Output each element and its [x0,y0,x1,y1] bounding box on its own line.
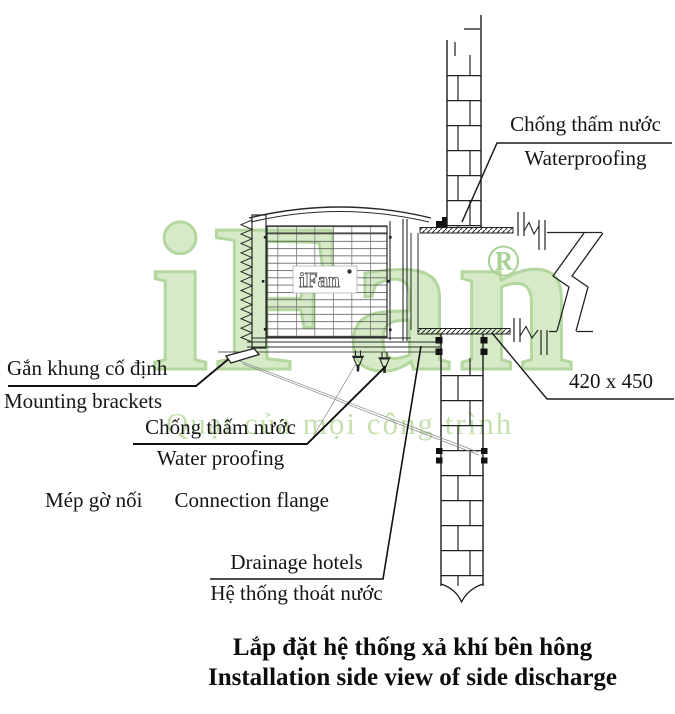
label-duct-dimension: 420 x 450 [569,369,653,393]
label-waterproofing-top-en: Waterproofing [524,146,647,170]
leader-mounting [8,356,232,387]
label-flange-en: Connection flange [174,488,329,512]
label-mounting-vi: Gắn khung cố định [7,356,168,380]
registered-trademark-icon: ® [486,235,521,286]
label-flange-row: Mép gờ nối Connection flange [45,488,329,513]
mounting-bracket [224,347,261,364]
unit-arch [248,206,432,219]
wall-break-wave [440,583,484,604]
frame-bolts [261,236,392,332]
leader-drainage [210,345,422,580]
leader-dimension [491,332,674,400]
page-title-en: Installation side view of side discharge [207,664,618,691]
unit-logo: iFan [292,265,358,294]
bottom-duct-plate [417,318,548,355]
leader-lines [8,142,674,580]
logo-registered-dot [347,269,352,274]
page-title-vi: Lắp đặt hệ thống xả khí bên hông [232,634,593,661]
unit-logo-text: iFan [299,268,340,292]
label-drainage-vi: Hệ thống thoát nước [210,581,383,605]
leader-waterproofing-top [461,142,672,223]
air-cooler-unit: iFan [218,206,441,374]
label-mounting-en: Mounting brackets [4,389,163,413]
top-duct-plate [419,212,602,250]
drain-fitting-right [377,351,392,374]
bottom-wall [435,334,488,604]
wall-base-bracket [436,217,447,228]
label-waterproofing-top-vi: Chống thấm nước [510,112,661,136]
label-waterproofing-bottom-en: Water proofing [156,446,285,470]
label-drainage-en: Drainage hotels [230,550,363,574]
duct-break [549,232,604,333]
label-waterproofing-bottom-vi: Chống thấm nước [145,415,296,439]
caption: Lắp đặt hệ thống xả khí bên hông Install… [150,633,675,693]
top-wall [436,15,482,228]
unit-base [247,337,440,348]
label-flange-vi: Mép gờ nối [45,488,143,512]
cooling-pad-edge [239,219,254,343]
leader-waterproofing-bottom [133,365,387,445]
